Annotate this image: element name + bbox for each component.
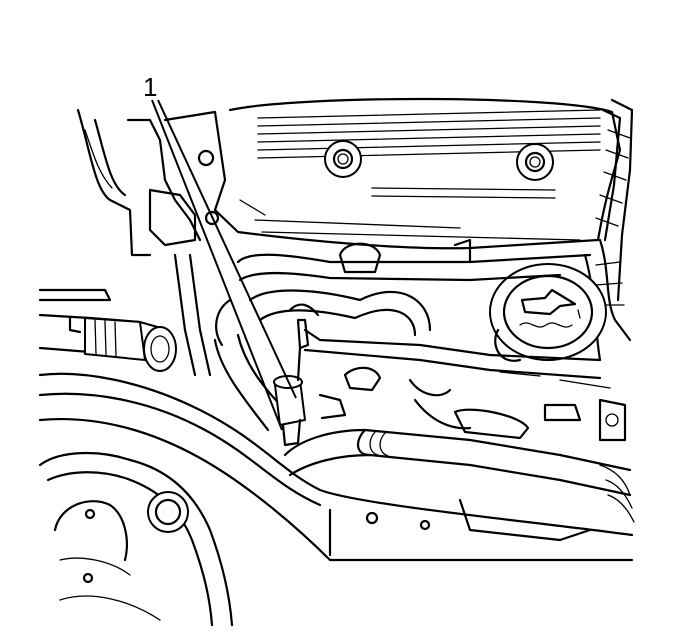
engine-cover: [213, 97, 622, 250]
right-wiring-harness: [583, 98, 634, 362]
misc-engine-details: [215, 298, 627, 442]
lower-air-duct: [283, 408, 635, 523]
strut-tower: [38, 452, 234, 627]
callout-label-1: 1: [143, 72, 157, 102]
upper-hoses: [236, 238, 592, 282]
callout-leader-lines: [151, 99, 297, 431]
air-intake-tube: [38, 313, 177, 372]
front-body-panel: [38, 372, 634, 562]
left-bracket-assembly: [76, 108, 227, 257]
pcv-tube: [38, 253, 212, 377]
cover-bolt-left: [324, 140, 362, 178]
oil-filler-cap-icon: [489, 263, 607, 362]
cover-bolt-right: [516, 143, 554, 181]
sensor-component: [273, 318, 310, 447]
